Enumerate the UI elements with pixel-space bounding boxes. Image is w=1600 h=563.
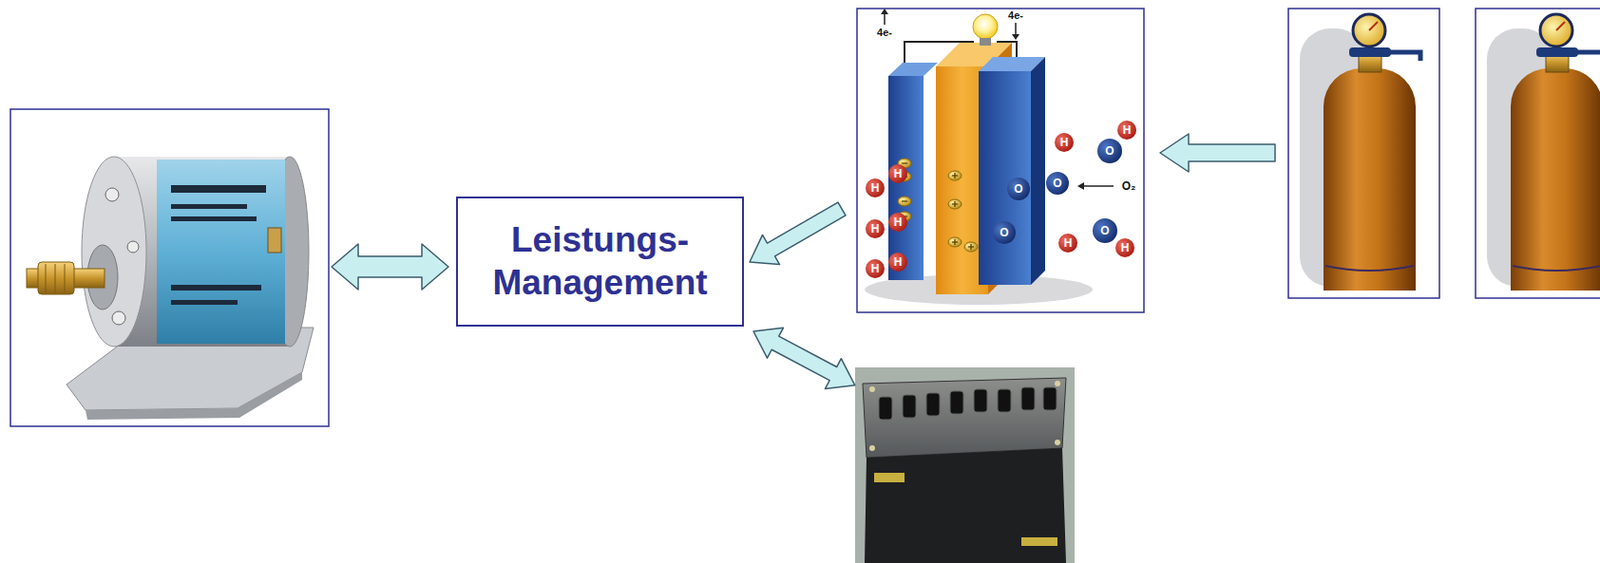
atom-symbol: H <box>1123 124 1132 136</box>
process-box: Leistungs- Management <box>456 196 744 327</box>
atom-symbol: H <box>1121 242 1130 254</box>
atom-symbol: H <box>871 182 880 194</box>
atom-symbol: O <box>1013 183 1023 195</box>
atom-symbol: H <box>1064 237 1073 249</box>
electron-label: 4e- <box>1008 10 1024 21</box>
atom-symbol: H <box>871 263 880 275</box>
box-label: Leistungs- Management <box>476 219 724 305</box>
gas-label: O₂ <box>1122 180 1137 192</box>
atom-symbol: H <box>894 256 903 268</box>
atom-symbol: H <box>894 168 903 180</box>
atom-symbol: O <box>1052 177 1062 190</box>
atom-symbol: O <box>999 227 1009 239</box>
electron-label: 4e- <box>876 27 893 39</box>
atom-symbol: O <box>1104 145 1114 157</box>
atom-symbol: O <box>1100 225 1109 237</box>
atom-symbol: H <box>894 216 903 229</box>
atom-symbol: H <box>871 223 880 235</box>
atom-symbol: H <box>1060 136 1069 149</box>
